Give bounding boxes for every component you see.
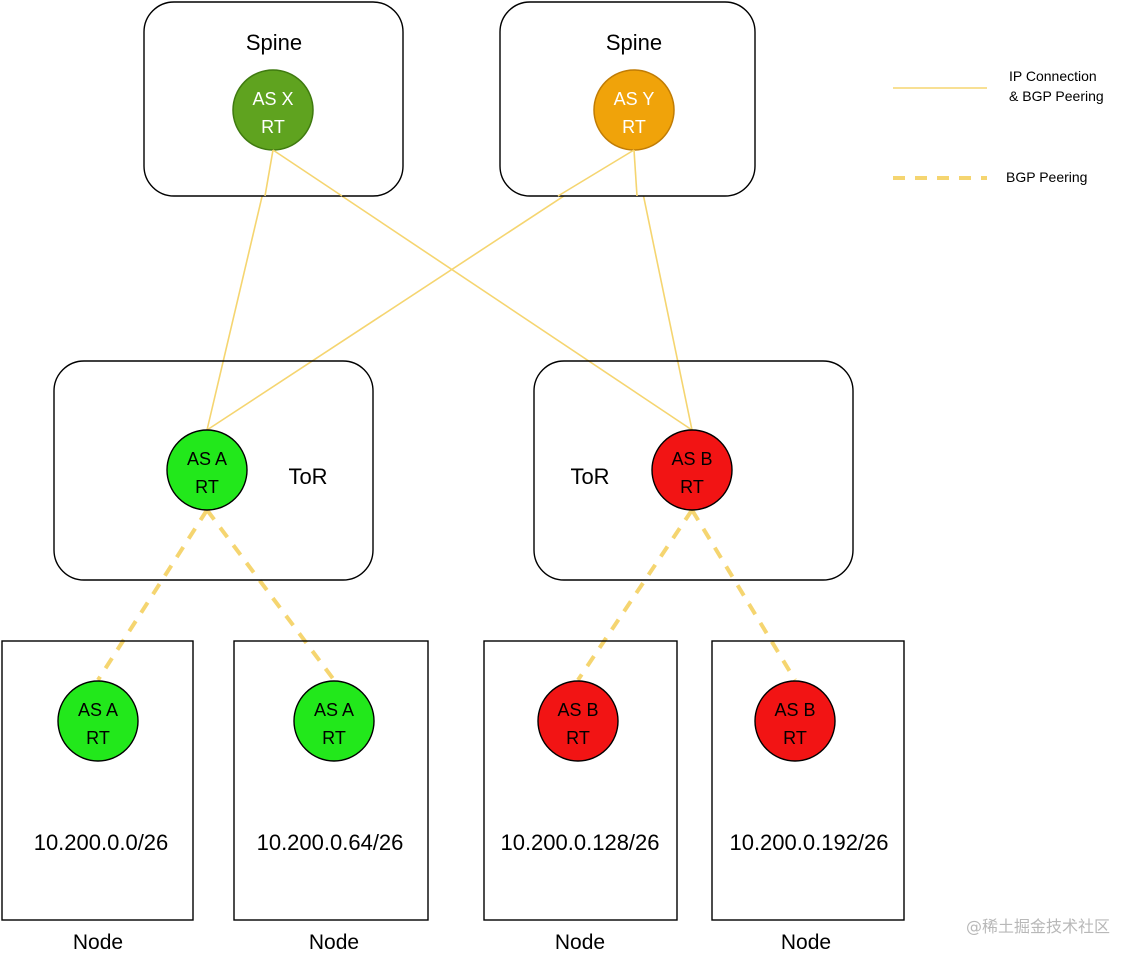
node-box-3: AS B RT 10.200.0.128/26 Node	[483, 640, 678, 954]
rt-circle-tor-a	[166, 429, 248, 511]
tor-box-a: ToR AS A RT	[53, 360, 374, 581]
rt-label-rt: RT	[622, 117, 646, 137]
peer-tor-b-node-4	[690, 508, 797, 682]
legend: IP Connection & BGP Peering BGP Peering	[893, 68, 1104, 185]
link-overlay-y-b	[633, 149, 638, 197]
rt-circle-node-3	[537, 680, 619, 762]
node-box-frame	[711, 640, 905, 921]
node-title: Node	[73, 931, 123, 954]
tor-title: ToR	[570, 464, 609, 489]
tor-box-frame	[533, 360, 854, 581]
watermark-text: @稀土掘金技术社区	[966, 917, 1110, 936]
spine-title: Spine	[606, 30, 662, 55]
link-overlay-x-a	[264, 149, 274, 197]
ip-bgp-links-overlay	[264, 149, 638, 197]
rt-label-rt: RT	[566, 728, 590, 748]
rt-circle-tor-b	[651, 429, 733, 511]
legend-dashed-label: BGP Peering	[1006, 169, 1087, 185]
rt-label-as: AS A	[314, 700, 354, 720]
legend-solid-label-1: IP Connection	[1009, 68, 1097, 84]
node-subnet: 10.200.0.128/26	[500, 830, 659, 855]
tor-box-frame	[53, 360, 374, 581]
node-box-frame	[1, 640, 194, 921]
spine-title: Spine	[246, 30, 302, 55]
node-subnet: 10.200.0.64/26	[257, 830, 404, 855]
rt-label-rt: RT	[783, 728, 807, 748]
node-subnet: 10.200.0.192/26	[729, 830, 888, 855]
peer-tor-a-node-1	[96, 508, 209, 682]
rt-label-rt: RT	[322, 728, 346, 748]
rt-label-rt: RT	[86, 728, 110, 748]
tor-title: ToR	[288, 464, 327, 489]
node-box-frame	[483, 640, 678, 921]
rt-circle-node-4	[754, 680, 836, 762]
link-overlay-y-a	[557, 149, 635, 197]
node-subnet: 10.200.0.0/26	[34, 830, 169, 855]
rt-circle-as-x	[232, 69, 314, 151]
link-overlay-x-b	[272, 149, 343, 197]
rt-label-as: AS Y	[614, 89, 655, 109]
rt-label-rt: RT	[261, 117, 285, 137]
spine-box-y: Spine AS Y RT	[499, 1, 756, 197]
rt-label-rt: RT	[680, 477, 704, 497]
node-box-2: AS A RT 10.200.0.64/26 Node	[233, 640, 429, 954]
node-box-4: AS B RT 10.200.0.192/26 Node	[711, 640, 905, 954]
rt-label-as: AS X	[252, 89, 293, 109]
peer-tor-b-node-3	[576, 508, 694, 682]
tor-box-b: ToR AS B RT	[533, 360, 854, 581]
node-box-1: AS A RT 10.200.0.0/26 Node	[1, 640, 194, 954]
node-title: Node	[309, 931, 359, 954]
legend-solid-label-2: & BGP Peering	[1009, 88, 1104, 104]
peer-tor-a-node-2	[205, 508, 336, 682]
node-title: Node	[555, 931, 605, 954]
rt-label-as: AS B	[774, 700, 815, 720]
rt-circle-as-y	[593, 69, 675, 151]
node-title: Node	[781, 931, 831, 954]
rt-label-as: AS A	[78, 700, 118, 720]
bgp-peering-links	[96, 508, 797, 682]
spine-box-x: Spine AS X RT	[143, 1, 404, 197]
node-box-frame	[233, 640, 429, 921]
rt-circle-node-2	[293, 680, 375, 762]
rt-label-as: AS B	[557, 700, 598, 720]
rt-label-as: AS A	[187, 449, 227, 469]
rt-label-rt: RT	[195, 477, 219, 497]
rt-circle-node-1	[57, 680, 139, 762]
rt-label-as: AS B	[671, 449, 712, 469]
